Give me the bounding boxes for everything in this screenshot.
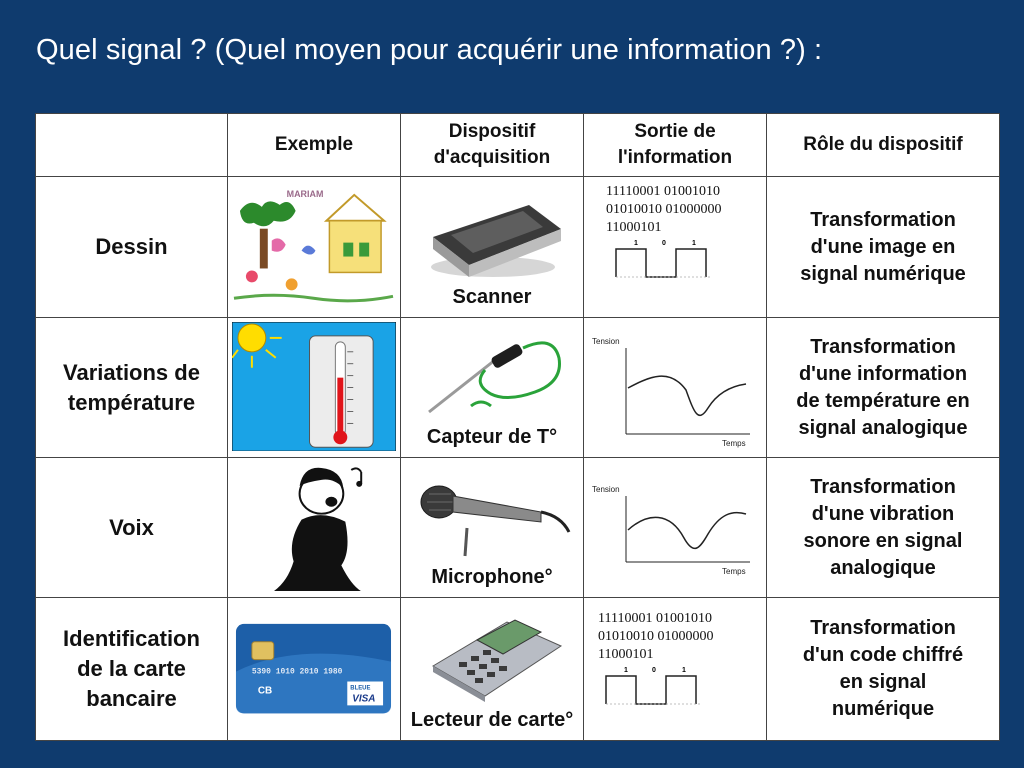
- microphone-image: [420, 485, 571, 557]
- device-caption: Scanner: [452, 286, 532, 308]
- svg-text:0: 0: [652, 667, 656, 674]
- bank-card-image: 5390 1010 2010 1980 CB BLEUE VISA: [232, 602, 396, 735]
- svg-text:Temps: Temps: [722, 567, 746, 576]
- header-role: Rôle du dispositif: [766, 113, 1000, 177]
- example-singer: [227, 457, 401, 598]
- table-row: Voix Microphone° T: [35, 457, 1000, 598]
- svg-text:BLEUE: BLEUE: [350, 685, 370, 691]
- analog-graph: Tension Temps: [592, 485, 750, 576]
- svg-text:Tension: Tension: [592, 337, 620, 346]
- device-caption: Capteur de T°: [426, 426, 558, 448]
- svg-text:5390 1010 2010 1980: 5390 1010 2010 1980: [252, 668, 343, 677]
- svg-text:1: 1: [624, 667, 628, 674]
- scanner-image: [431, 205, 561, 277]
- device-caption: Microphone°: [431, 566, 553, 588]
- row-label: Dessin: [35, 176, 228, 318]
- svg-text:Tension: Tension: [592, 485, 620, 494]
- thermometer-image: [232, 322, 396, 452]
- square-wave: 1 0 1: [615, 240, 712, 278]
- square-wave: 1 0 1: [605, 667, 702, 705]
- card-reader-image: [432, 619, 563, 702]
- svg-text:1: 1: [634, 240, 638, 247]
- slide-title: Quel signal ? (Quel moyen pour acquérir …: [36, 34, 823, 66]
- svg-text:CB: CB: [258, 685, 272, 696]
- temperature-probe-image: [428, 341, 561, 414]
- example-bank-card: 5390 1010 2010 1980 CB BLEUE VISA: [227, 597, 401, 741]
- device-cell: Microphone°: [400, 457, 584, 598]
- singer-image: [232, 462, 396, 592]
- svg-text:1: 1: [692, 240, 696, 247]
- analog-graph: Tension Temps: [592, 337, 750, 448]
- example-drawing: MARIAM: [227, 176, 401, 318]
- table-row: Dessin MARIAM: [35, 176, 1000, 318]
- device-cell: Scanner: [400, 176, 584, 318]
- svg-text:1: 1: [682, 667, 686, 674]
- row-label: Voix: [35, 457, 228, 598]
- header-exemple: Exemple: [227, 113, 401, 177]
- svg-text:VISA: VISA: [352, 693, 375, 704]
- device-cell: Lecteur de carte°: [400, 597, 584, 741]
- svg-text:0: 0: [662, 240, 666, 247]
- output-analog: Tension Temps: [583, 457, 767, 598]
- device-caption: Lecteur de carte°: [410, 709, 574, 731]
- svg-text:MARIAM: MARIAM: [287, 189, 324, 199]
- output-analog: Tension Temps: [583, 317, 767, 458]
- svg-text:Temps: Temps: [722, 439, 746, 448]
- header-blank: [35, 113, 228, 177]
- child-drawing-image: MARIAM: [232, 181, 396, 314]
- example-thermometer: [227, 317, 401, 458]
- device-cell: Capteur de T°: [400, 317, 584, 458]
